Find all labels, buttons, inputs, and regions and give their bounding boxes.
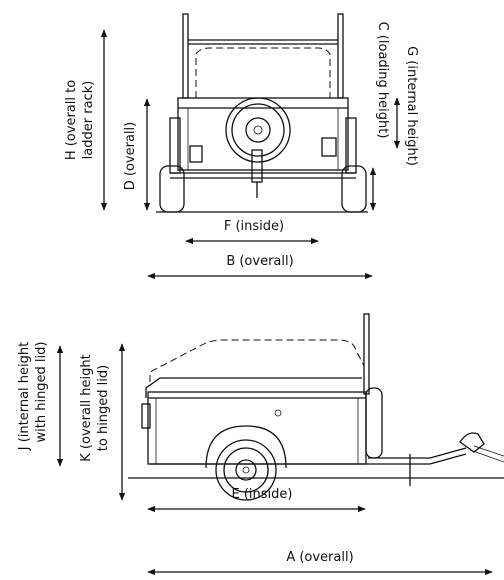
label-f: F (inside): [224, 219, 284, 234]
side-dimension-lines: [56, 343, 493, 576]
label-d: D (overall): [123, 122, 138, 190]
label-k: K (overall height: [79, 354, 94, 461]
label-k2: to hinged lid): [96, 365, 111, 451]
label-j: J (internal height: [17, 342, 32, 452]
label-h2: ladder rack): [81, 81, 96, 160]
label-c: C (loading height): [375, 22, 390, 139]
label-j2: with hinged lid): [34, 342, 49, 443]
rear-view-drawing: [156, 13, 368, 213]
label-e: E (inside): [232, 487, 293, 502]
label-h: H (overall to: [64, 80, 79, 160]
side-view-drawing: [128, 313, 504, 501]
rear-dimension-lines: [100, 29, 401, 280]
label-a: A (overall): [286, 550, 353, 565]
label-g: G (internal height): [404, 46, 419, 166]
label-b: B (overall): [226, 254, 293, 269]
